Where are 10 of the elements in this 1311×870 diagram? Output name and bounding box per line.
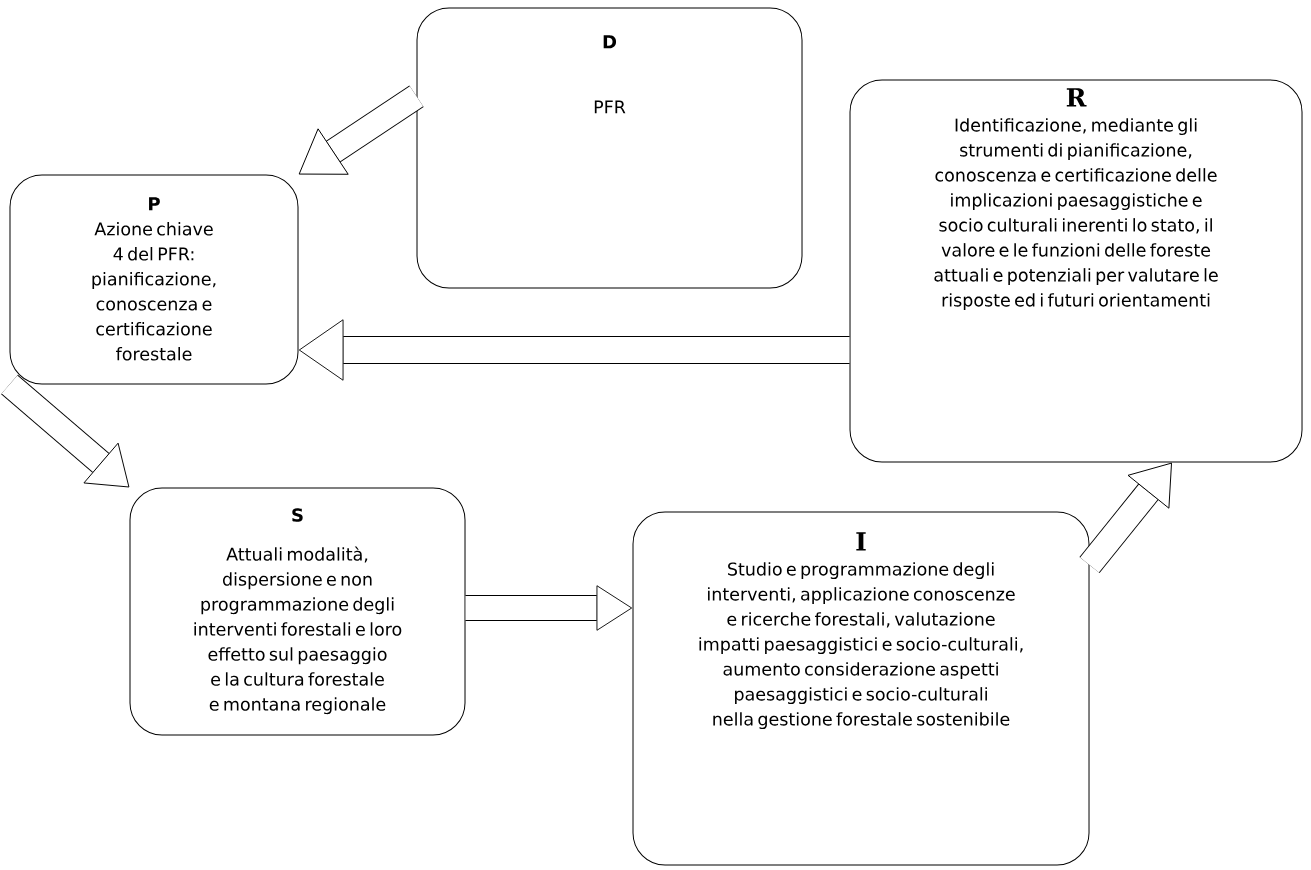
process-box: D PFR: [416, 7, 803, 289]
process-box: P Azione chiave 4 del PFR: pianificazione, conoscenza e certificazione forestale: [9, 174, 299, 385]
block-arrow: [298, 85, 424, 175]
process-box: S Attuali modalità, dispersione e non programmazione degli interventi forestali e loro effetto sul paesaggio e la cultura forestale e montana regionale: [129, 487, 466, 736]
process-box: R Identificazione, mediante gli strumenti di pianificazione, conoscenza e certificazione delle implicazioni paesaggistiche e socio culturali inerenti lo stato, il valore e le funzioni delle foreste attuali e potenziali per valutare le risposte ed i futuri orientamenti: [849, 79, 1303, 463]
block-arrow: [465, 585, 633, 631]
block-arrow: [1079, 462, 1172, 574]
block-arrow: [298, 319, 850, 381]
block-arrow: [1, 374, 130, 488]
process-box: I Studio e programmazione degli interventi, applicazione conoscenze e ricerche forestali, valutazione impatti paesaggistici e socio-culturali, aumento considerazione aspetti paesaggistici e socio-culturali nella gestione forestale sostenibile: [632, 511, 1090, 866]
